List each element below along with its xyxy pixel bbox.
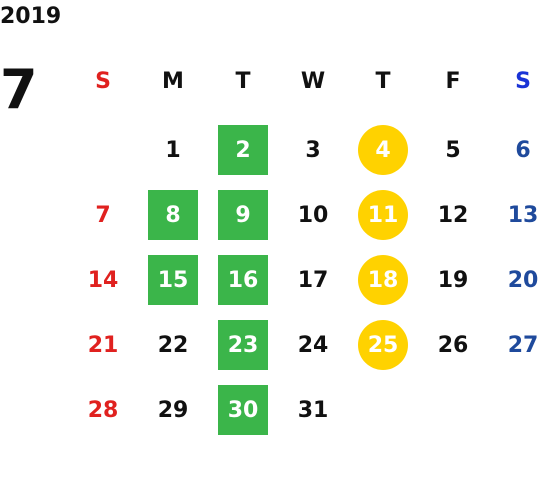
calendar-day-23: 23: [218, 320, 268, 370]
calendar-day-2: 2: [218, 125, 268, 175]
calendar-day-9: 9: [218, 190, 268, 240]
calendar-day-1: 1: [165, 137, 181, 163]
calendar-day-5: 5: [445, 137, 461, 163]
calendar-day-20: 20: [507, 267, 539, 293]
calendar-day-8: 8: [148, 190, 198, 240]
calendar-day-16: 16: [218, 255, 268, 305]
calendar-day-22: 22: [157, 332, 189, 358]
calendar-day-29: 29: [157, 397, 189, 423]
weekday-saturday: S: [515, 68, 531, 94]
calendar-day-26: 26: [437, 332, 469, 358]
calendar-day-4: 4: [358, 125, 408, 175]
weekday-tuesday: T: [235, 68, 251, 94]
calendar-day-7: 7: [95, 202, 111, 228]
calendar-day-14: 14: [87, 267, 119, 293]
calendar-day-31: 31: [297, 397, 329, 423]
calendar-day-12: 12: [437, 202, 469, 228]
weekday-thursday: T: [375, 68, 391, 94]
calendar-day-18: 18: [358, 255, 408, 305]
calendar-year: 2019: [0, 4, 62, 29]
calendar-day-3: 3: [305, 137, 321, 163]
calendar-day-24: 24: [297, 332, 329, 358]
calendar-day-13: 13: [507, 202, 539, 228]
calendar-day-11: 11: [358, 190, 408, 240]
weekday-wednesday: W: [300, 68, 326, 94]
calendar-day-30: 30: [218, 385, 268, 435]
calendar-day-6: 6: [515, 137, 531, 163]
weekday-sunday: S: [95, 68, 111, 94]
weekday-friday: F: [445, 68, 461, 94]
calendar-day-10: 10: [297, 202, 329, 228]
calendar-day-28: 28: [87, 397, 119, 423]
calendar-month: 7: [0, 58, 38, 121]
calendar-day-17: 17: [297, 267, 329, 293]
weekday-monday: M: [162, 68, 184, 94]
calendar-day-27: 27: [507, 332, 539, 358]
calendar-day-19: 19: [437, 267, 469, 293]
calendar-day-25: 25: [358, 320, 408, 370]
calendar-day-15: 15: [148, 255, 198, 305]
calendar-day-21: 21: [87, 332, 119, 358]
